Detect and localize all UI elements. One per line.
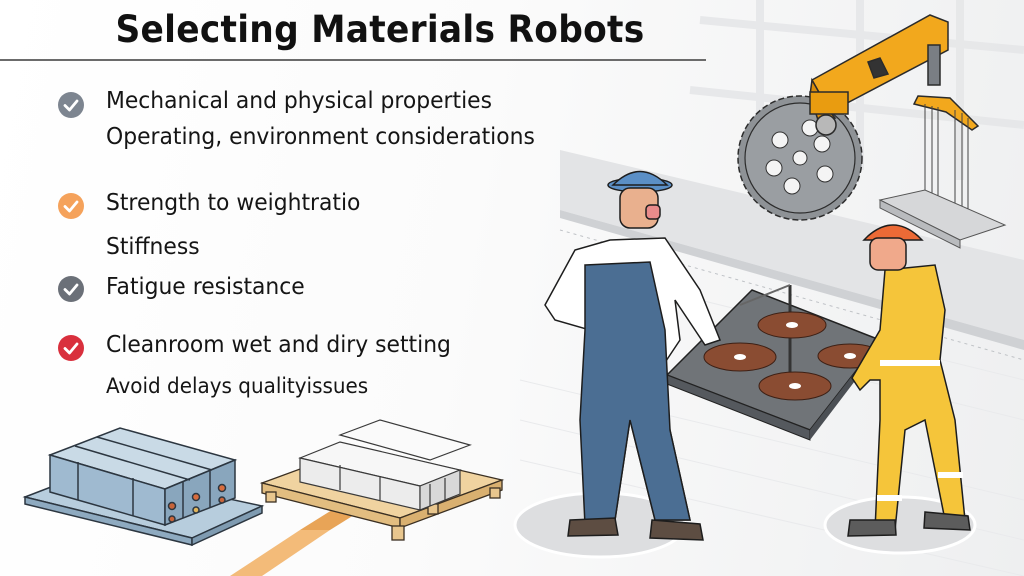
floor-marker-right bbox=[823, 495, 977, 555]
background-window-grid bbox=[689, 0, 1024, 180]
check-circle-icon bbox=[58, 276, 84, 302]
check-circle-icon bbox=[58, 335, 84, 361]
check-circle-icon bbox=[58, 92, 84, 118]
robotic-arm bbox=[809, 14, 980, 136]
bullet-text: Cleanroom wet and diry setting bbox=[106, 332, 451, 358]
bullet-text: Fatigue resistance bbox=[106, 274, 305, 300]
work-table bbox=[665, 284, 883, 441]
page-title: Selecting Materials Robots bbox=[115, 8, 645, 51]
bullet-text: Operating, environment considerations bbox=[106, 124, 535, 150]
bullet-text: Stiffness bbox=[106, 234, 200, 260]
circuit-tray bbox=[878, 189, 1007, 249]
gear bbox=[737, 95, 863, 221]
worker-overalls bbox=[544, 170, 721, 541]
robot-gripper-wires bbox=[924, 104, 969, 218]
bullet-text: Strength to weightratio bbox=[106, 190, 361, 216]
metal-crates bbox=[22, 427, 265, 547]
white-boxes bbox=[298, 419, 472, 511]
conveyor-bench bbox=[560, 150, 1024, 340]
floor-stripe bbox=[230, 530, 330, 576]
title-divider bbox=[0, 59, 706, 61]
worker-yellow-suit bbox=[847, 224, 971, 537]
floor-marker-left bbox=[513, 491, 687, 559]
bullet-text: Avoid delays qualityissues bbox=[106, 374, 369, 398]
bullet-text: Mechanical and physical properties bbox=[106, 88, 492, 114]
check-circle-icon bbox=[58, 193, 84, 219]
wooden-pallet bbox=[259, 446, 505, 541]
